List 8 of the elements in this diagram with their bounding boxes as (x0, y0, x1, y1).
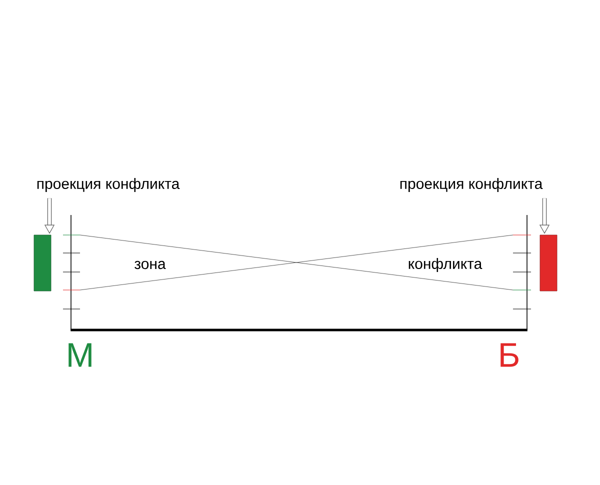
caption-text: проекция конфликта (400, 178, 543, 192)
label-text: М (68, 343, 92, 367)
label-text: зона (134, 260, 166, 270)
label-text: конфликта (408, 258, 482, 272)
projection-bar (34, 234, 52, 292)
label-text: Б (500, 343, 518, 367)
caption-text: проекция конфликта (37, 178, 180, 192)
projection-bar (540, 234, 558, 292)
